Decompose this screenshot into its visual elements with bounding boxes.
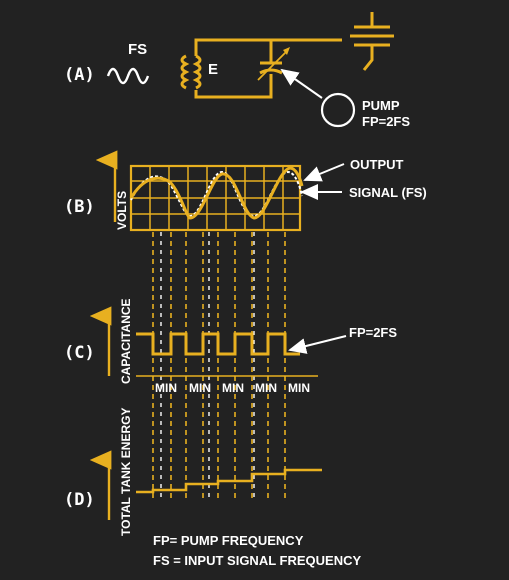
output-capacitor-icon: [350, 12, 394, 71]
legend-input-signal-frequency: FS = INPUT SIGNAL FREQUENCY: [153, 553, 361, 568]
min-label: MIN: [189, 381, 211, 395]
panel-label-c: (C): [64, 343, 95, 363]
min-label: MIN: [155, 381, 177, 395]
signal-source-wave-icon: [106, 67, 150, 85]
e-label: E: [208, 61, 218, 78]
top-wire: [194, 38, 342, 56]
pump-label: PUMP: [362, 98, 400, 113]
voltage-plot: VOLTS OUTPUT SIGNAL (FS): [95, 150, 427, 232]
panel-label-d: (D): [64, 490, 95, 510]
min-label: MIN: [255, 381, 277, 395]
fs-label: FS: [128, 41, 147, 58]
min-label: MIN: [288, 381, 310, 395]
signal-label: SIGNAL (FS): [349, 185, 427, 200]
pump-frequency-c-label: FP=2FS: [349, 325, 397, 340]
tank-energy-plot: TOTAL TANK ENERGY: [89, 408, 322, 536]
circuit-schematic: FS E PUMP FP=2FS: [106, 12, 410, 129]
tank-energy-staircase: [136, 468, 322, 494]
output-label: OUTPUT: [350, 157, 404, 172]
capacitance-plot: CAPACITANCE FP=2FS MIN MIN MIN MIN MIN: [89, 298, 397, 395]
output-wave: [129, 166, 304, 220]
variable-capacitor-icon: [257, 47, 290, 81]
timing-guide-lines: [152, 232, 286, 500]
min-label: MIN: [222, 381, 244, 395]
min-labels: MIN MIN MIN MIN MIN: [155, 381, 310, 395]
pump-frequency-arrow: [288, 335, 347, 354]
pump-arrow: [280, 68, 323, 99]
input-coil-icon: [180, 54, 190, 90]
legend-pump-frequency: FP= PUMP FREQUENCY: [153, 533, 304, 548]
volts-axis-label: VOLTS: [115, 191, 129, 230]
pump-frequency-label: FP=2FS: [362, 114, 410, 129]
panel-label-b: (B): [64, 197, 95, 217]
tank-coil-icon: [192, 54, 202, 90]
panel-label-a: (A): [64, 65, 95, 85]
capacitance-square-wave: [136, 332, 300, 356]
capacitance-axis-label: CAPACITANCE: [119, 298, 133, 384]
bottom-wire: [194, 74, 273, 99]
pump-source-icon: [320, 92, 356, 128]
output-arrow: [303, 163, 345, 182]
tank-energy-axis-label: TOTAL TANK ENERGY: [119, 408, 133, 536]
